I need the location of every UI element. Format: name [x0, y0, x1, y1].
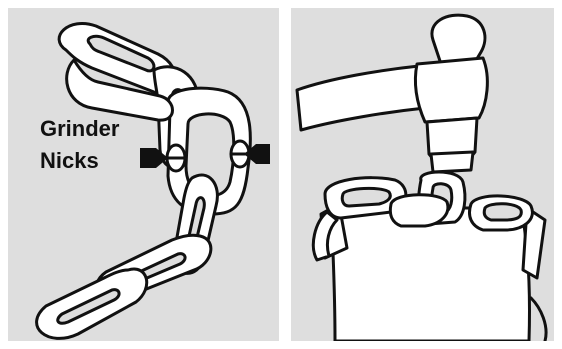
chain-link-anvil-2 — [390, 195, 448, 226]
chain-panel: Grinder Nicks — [8, 8, 279, 341]
chain-link-bottom — [37, 269, 147, 338]
chain-link-anvil-3 — [470, 196, 533, 230]
hammer-anvil-panel — [291, 8, 554, 341]
chain-drawing — [8, 8, 279, 341]
caption-grinder: Grinder — [40, 118, 119, 140]
hammer-anvil-drawing — [291, 8, 554, 341]
caption-nicks: Nicks — [40, 150, 99, 172]
hammer-handle — [297, 66, 425, 130]
hammer-head — [415, 15, 487, 172]
